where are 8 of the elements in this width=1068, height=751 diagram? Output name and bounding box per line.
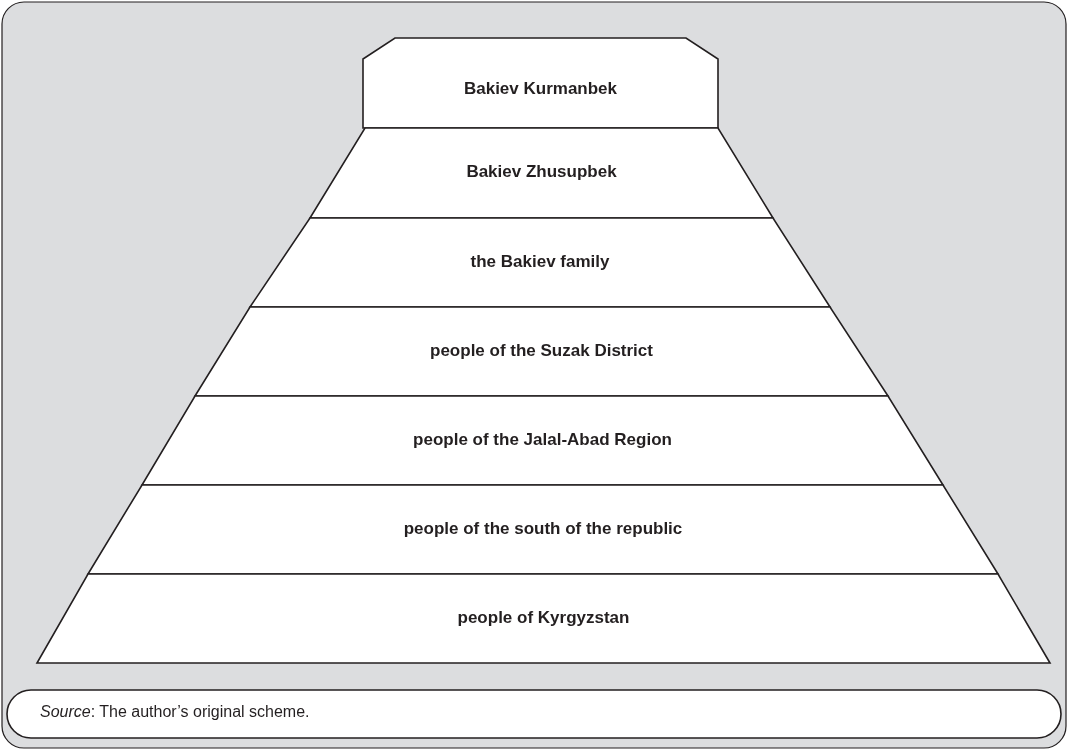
tier-label: people of the south of the republic [403, 518, 683, 538]
tier-label: people of the Suzak District [430, 340, 653, 360]
tier-label: Bakiev Kurmanbek [463, 78, 618, 98]
source-note: Source: The author’s original scheme. [40, 703, 310, 721]
tier-label: people of Kyrgyzstan [457, 607, 630, 627]
tier-label: Bakiev Zhusupbek [466, 162, 617, 181]
tier-label: the Bakiev family [470, 251, 610, 271]
tier-label: people of the Jalal-Abad Region [413, 429, 672, 449]
